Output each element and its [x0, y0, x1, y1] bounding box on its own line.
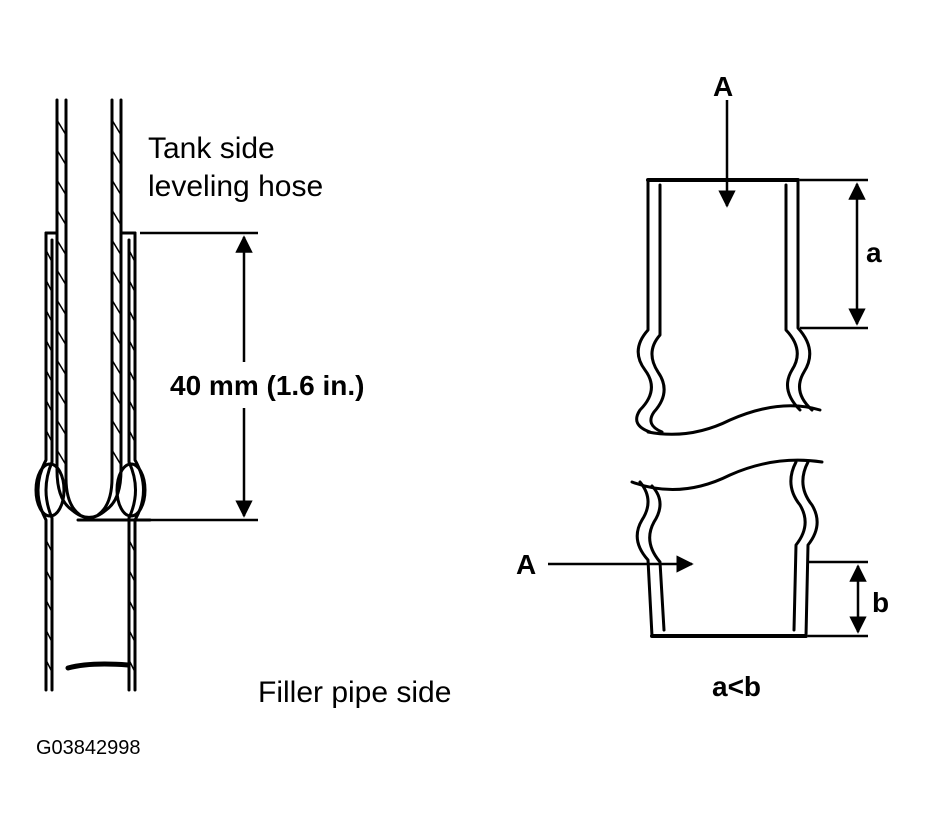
lower-pipe-break	[630, 458, 824, 491]
bead-right	[115, 462, 147, 518]
label-dim-b: b	[872, 587, 889, 618]
lower-pipe-right-inner	[789, 460, 807, 632]
bead-left	[34, 462, 66, 518]
pipe-right-outer-wall	[133, 231, 145, 692]
dimension-b	[808, 560, 868, 638]
pipe-left-inner-wall	[44, 238, 54, 692]
upper-pipe-right-outer	[796, 178, 814, 412]
pipe-hatching	[45, 249, 136, 673]
label-tank-side: Tank side	[148, 132, 275, 165]
lower-pipe-left-inner	[648, 484, 666, 632]
lower-pipe-right-outer	[801, 460, 819, 638]
left-assembly	[34, 98, 152, 692]
hose-left-inner-wall	[64, 98, 82, 517]
hose-tip	[70, 508, 108, 519]
hose-left-outer-wall	[55, 98, 74, 512]
label-arrow-a-top: A	[713, 71, 733, 102]
upper-pipe-left-inner	[649, 183, 666, 434]
label-leveling-hose: leveling hose	[148, 170, 323, 203]
label-dim-a: a	[866, 237, 882, 268]
label-arrow-a-side: A	[516, 549, 536, 580]
upper-pipe-break	[646, 404, 822, 436]
upper-pipe-right-inner	[784, 183, 802, 412]
pipe-left-outer-wall	[36, 231, 48, 692]
right-assembly	[630, 178, 824, 638]
label-dimension: 40 mm (1.6 in.)	[170, 370, 365, 401]
upper-pipe-left-outer	[635, 178, 653, 434]
label-relation: a<b	[712, 671, 761, 702]
dimension-40mm	[140, 231, 258, 522]
pipe-right-inner-wall	[127, 238, 137, 692]
hose-hatching	[56, 119, 122, 466]
pipe-bottom-cut	[65, 661, 131, 671]
figure-code: G03842998	[36, 737, 141, 759]
dimension-a	[800, 178, 868, 330]
lower-pipe-left-outer	[635, 480, 654, 638]
label-filler-pipe-side: Filler pipe side	[258, 676, 451, 709]
hose-right-inner-wall	[96, 98, 114, 517]
